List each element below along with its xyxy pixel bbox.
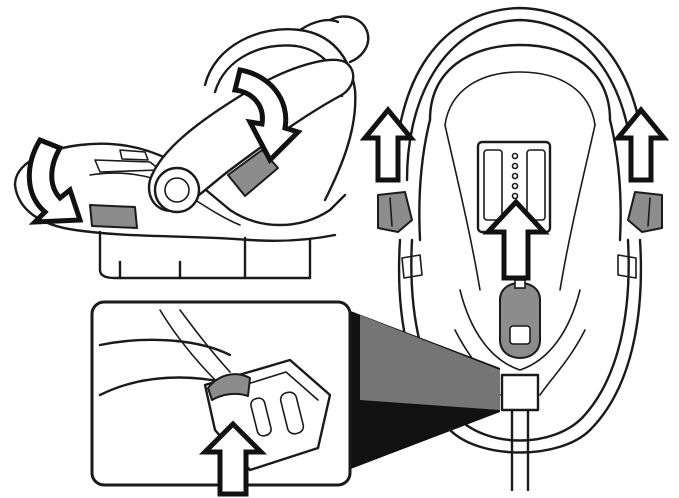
shoulder-clip-right[interactable] bbox=[627, 191, 663, 233]
harness-right-up-arrow bbox=[612, 106, 670, 183]
zoom-highlight bbox=[360, 315, 500, 410]
detail-up-arrow bbox=[198, 420, 268, 497]
detail-release-lever[interactable] bbox=[207, 373, 251, 401]
detail-inset bbox=[90, 300, 500, 497]
handle-rotate-arrow-left bbox=[26, 136, 84, 225]
harness-left-up-arrow bbox=[359, 106, 417, 183]
center-adjuster-up-arrow bbox=[482, 198, 550, 281]
handle-hinge bbox=[153, 166, 201, 214]
handle-rotate-arrow-right bbox=[231, 67, 303, 165]
harness-adjuster-button[interactable] bbox=[499, 282, 541, 359]
carrier-side-view bbox=[13, 15, 370, 280]
shoulder-clip-left[interactable] bbox=[377, 191, 413, 233]
carrier-front-view bbox=[359, 6, 670, 492]
handle-release-button-left[interactable] bbox=[89, 204, 138, 229]
handle-release-button-right[interactable] bbox=[227, 149, 279, 197]
harness-height-holes bbox=[511, 152, 519, 200]
